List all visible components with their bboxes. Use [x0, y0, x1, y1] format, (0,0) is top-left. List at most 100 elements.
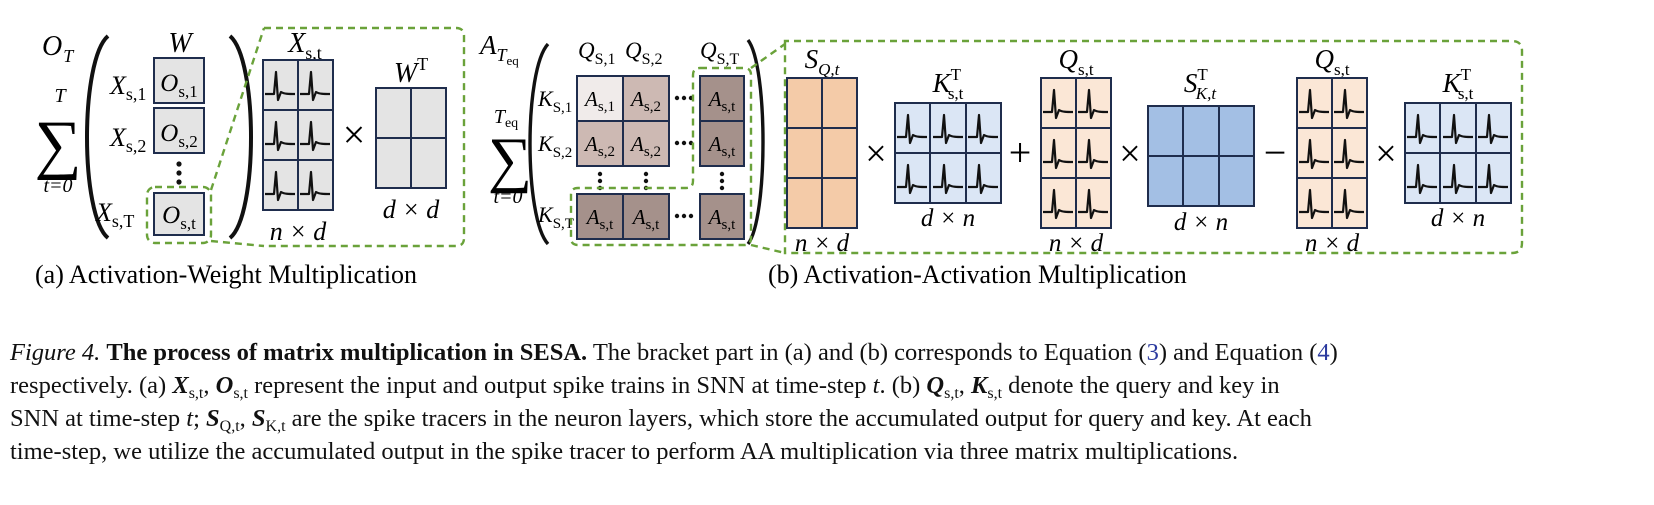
zoom-line-b-bottom: [750, 243, 786, 255]
symbol-k: K: [971, 372, 988, 399]
a-text-1-T: As,t: [707, 87, 736, 115]
symbol-sub: s,t: [987, 385, 1003, 402]
sum-lower-b: t=0: [493, 186, 522, 208]
symbol-sub: Q,t: [219, 418, 240, 435]
weight-label-a: W: [168, 28, 194, 59]
q-header-2: QS,2: [625, 38, 663, 68]
subcaption-b: (b) Activation-Activation Multiplication: [768, 260, 1187, 289]
a-cell-T-1: [576, 193, 624, 240]
sum-upper-b: Teq: [494, 106, 518, 131]
a-text-T-T: As,t: [707, 205, 736, 233]
symbol-t: t: [186, 405, 194, 432]
term1-dim: n × d: [795, 230, 850, 257]
symbol-o: O: [215, 372, 234, 399]
a-cell-T-T: [699, 193, 745, 240]
caption-text: The bracket part in (a) and (b) correspo…: [587, 339, 1147, 366]
term1-label: SQ,t: [805, 44, 841, 79]
figure-caption: Figure 4. The process of matrix multipli…: [10, 336, 1640, 468]
zoom-box-b: [783, 39, 1524, 255]
output-label-b: ATeq: [478, 30, 519, 68]
sigma-a: ∑: [34, 108, 81, 181]
caption-text: . (b): [879, 372, 927, 399]
o-text-2: Os,2: [160, 120, 197, 151]
term4-dim: d × n: [1174, 209, 1228, 236]
caption-text: ) and Equation (: [1158, 339, 1318, 366]
a-text-1-1: As,1: [583, 87, 615, 115]
op4: −: [1264, 130, 1287, 175]
a-cell-1-1: [576, 75, 624, 122]
row-x2: Xs,2: [109, 123, 146, 156]
a-text-2-2: As,2: [629, 132, 661, 160]
term3-dim: n × d: [1049, 230, 1104, 257]
symbol-x: X: [172, 372, 189, 399]
left-paren-b: [528, 42, 550, 246]
caption-text: denote the query and key in: [1002, 372, 1280, 399]
caption-title: The process of matrix multiplication in …: [106, 339, 588, 366]
a-cell-1-2: [622, 75, 670, 122]
op5: ×: [1375, 133, 1396, 175]
caption-text: ): [1329, 339, 1338, 366]
caption-text: ,: [203, 372, 216, 399]
q-header-T: QS,T: [700, 38, 740, 68]
op-times-a: ×: [343, 112, 366, 157]
a-text-1-2: As,2: [629, 87, 661, 115]
a-text-T-1: As,t: [585, 205, 614, 233]
left-paren-a: [85, 34, 110, 240]
a-text-2-T: As,t: [707, 132, 736, 160]
o-text-T: Os,t: [162, 202, 196, 233]
sigma-b: ∑: [488, 126, 532, 194]
op1: ×: [865, 133, 886, 175]
subcaption-a: (a) Activation-Weight Multiplication: [35, 260, 417, 289]
zoom-box-a: [264, 26, 466, 248]
spike-matrix-dim-a: n × d: [270, 217, 328, 246]
caption-text: represent the input and output spike tra…: [247, 372, 873, 399]
q-header-1: QS,1: [578, 38, 616, 68]
op3: ×: [1119, 133, 1140, 175]
symbol-t: t: [872, 372, 880, 399]
k-row-T: KS,T: [537, 202, 574, 232]
panel-b: ATeq Teq ∑ t=0 QS,1 QS,2 QS,T KS,1 KS,2 …: [478, 30, 1524, 289]
symbol-q: Q: [926, 372, 945, 399]
equation-ref-4[interactable]: 4: [1317, 339, 1330, 366]
a-cell-2-T: [699, 120, 745, 167]
output-label-a: OT: [42, 31, 75, 66]
term2-dim: d × n: [921, 205, 975, 232]
term3-label: Qs,t: [1058, 44, 1093, 79]
zoom-line-b-top: [750, 43, 786, 69]
term5-label: Qs,t: [1314, 44, 1349, 79]
panel-a: T ∑ t=0 OT W Xs,1 Xs,2 Xs,T Os,1 Os,2 Os…: [34, 26, 466, 289]
caption-text: ,: [239, 405, 252, 432]
symbol-sub: s,t: [188, 385, 204, 402]
caption-text: time-step, we utilize the accumulated ou…: [10, 438, 1239, 465]
k-row-2: KS,2: [537, 131, 572, 161]
sum-lower-a: t=0: [43, 175, 72, 197]
a-cell-2-2: [622, 120, 670, 167]
caption-text: are the spike tracers in the neuron laye…: [285, 405, 1312, 432]
symbol-sub: s,t: [233, 385, 248, 402]
a-text-T-2: As,t: [631, 205, 660, 233]
o-cell-T: [153, 192, 205, 236]
right-paren-b: [746, 38, 765, 246]
caption-text: respectively. (a): [10, 372, 173, 399]
o-cell-1: [153, 57, 205, 104]
a-text-2-1: As,2: [583, 132, 615, 160]
equation-ref-3[interactable]: 3: [1146, 339, 1159, 366]
vdots-a: [176, 161, 182, 185]
term5-dim: n × d: [1305, 230, 1360, 257]
o-text-1: Os,1: [160, 70, 197, 101]
spike-matrix-label-a: Xs,t: [287, 28, 322, 63]
weight-matrix-dim-a: d × d: [383, 195, 441, 224]
figure-canvas: T ∑ t=0 OT W Xs,1 Xs,2 Xs,T Os,1 Os,2 Os…: [34, 26, 1524, 289]
zoom-line-a-top: [209, 27, 266, 191]
highlight-box-a: [145, 185, 213, 245]
caption-text: ;: [193, 405, 206, 432]
zoom-line-a-bottom: [210, 239, 265, 248]
caption-label: Figure 4.: [10, 339, 101, 366]
op2: +: [1009, 130, 1032, 175]
caption-text: ,: [958, 372, 972, 399]
symbol-sub: s,t: [944, 385, 959, 402]
sum-upper-a: T: [54, 85, 67, 107]
highlight-l-b: [569, 66, 753, 247]
